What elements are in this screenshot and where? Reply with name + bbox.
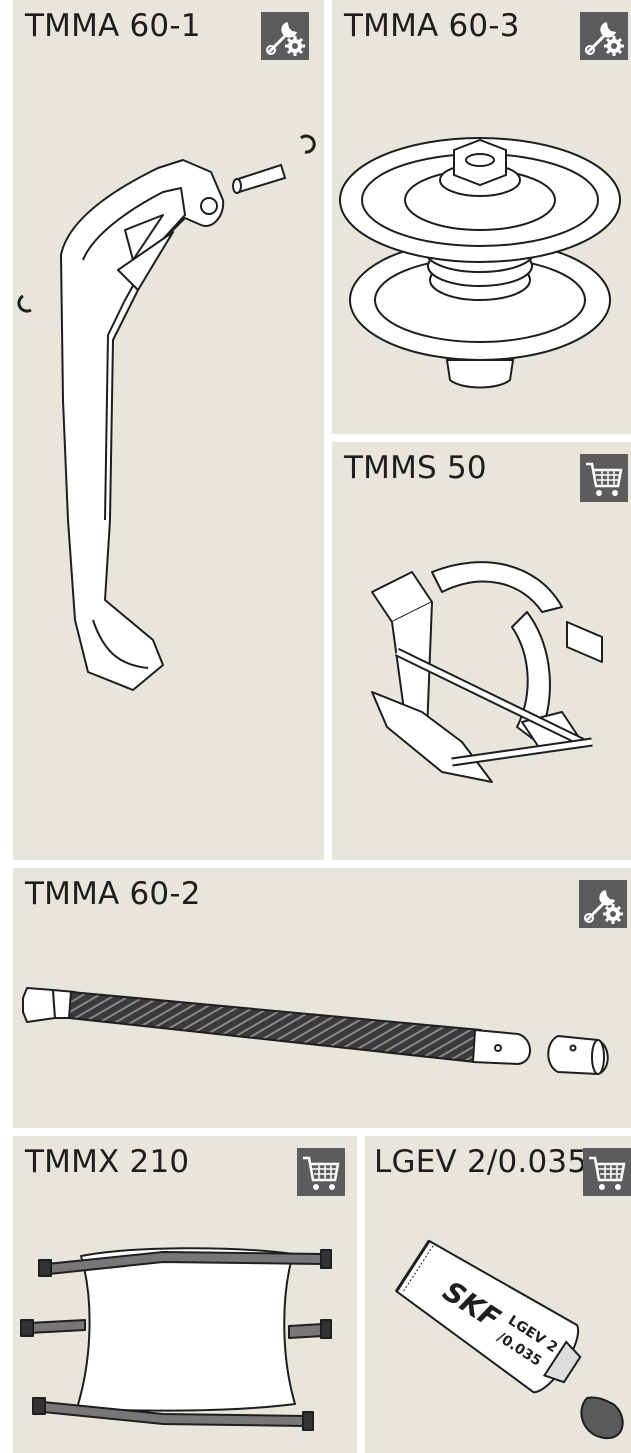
tools-icon[interactable] (261, 12, 309, 60)
panel-tmma-60-1: TMMA 60-1 (13, 0, 324, 860)
handwheel-illustration (339, 137, 621, 389)
panel-tmms-50: TMMS 50 (332, 442, 631, 860)
product-code: TMMA 60-3 (344, 8, 520, 44)
product-code: TMMA 60-1 (25, 8, 201, 44)
heat-blanket-illustration (20, 1247, 332, 1431)
tools-icon[interactable] (580, 12, 628, 60)
panel-tmma-60-3: TMMA 60-3 (332, 0, 631, 434)
product-code: TMMS 50 (344, 450, 487, 486)
bearing-separator-illustration (371, 561, 603, 783)
product-code: TMMX 210 (25, 1144, 190, 1180)
panel-tmmx-210: TMMX 210 (13, 1136, 357, 1453)
tools-icon[interactable] (579, 880, 627, 928)
panel-tmma-60-2: TMMA 60-2 (13, 868, 631, 1128)
panel-lgev-2-0035: LGEV 2/0.035 SKF LGEV 2 /0.035 (365, 1136, 631, 1453)
shopping-cart-icon[interactable] (297, 1148, 345, 1196)
threaded-spindle-illustration (22, 987, 609, 1075)
product-code: LGEV 2/0.035 (374, 1144, 588, 1180)
shopping-cart-icon[interactable] (583, 1148, 631, 1196)
product-code: TMMA 60-2 (25, 876, 201, 912)
shopping-cart-icon[interactable] (580, 454, 628, 502)
grease-tube-illustration: SKF LGEV 2 /0.035 (395, 1239, 624, 1440)
lever-arm-illustration (17, 134, 316, 691)
